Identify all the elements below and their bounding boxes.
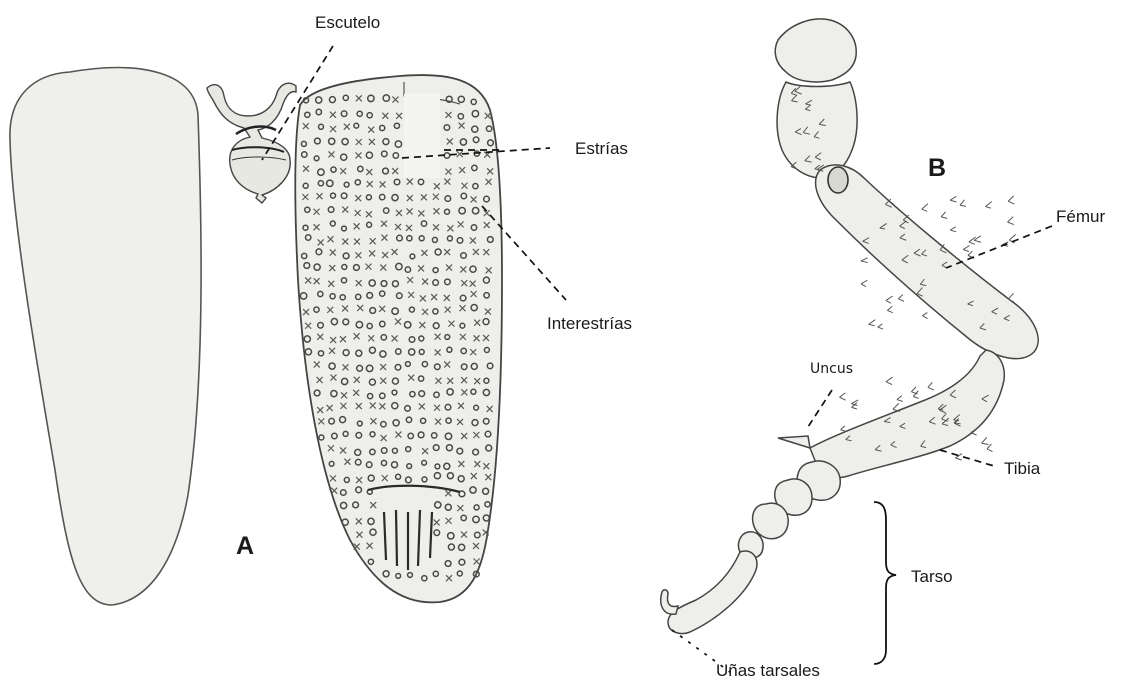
label-femur: Fémur: [1056, 208, 1105, 225]
leg-seta: [985, 201, 991, 208]
leg-seta: [840, 393, 846, 400]
leg-seta: [841, 426, 847, 432]
panel-letter-b: B: [928, 156, 946, 181]
uncus: [778, 436, 810, 448]
leg-seta: [887, 306, 892, 312]
leg-seta: [861, 280, 867, 286]
femur: [816, 165, 1039, 359]
label-estrias: Estrías: [575, 140, 628, 157]
label-unas-tarsales: Uñas tarsales: [716, 662, 820, 679]
label-tarso: Tarso: [911, 568, 953, 585]
leg-seta: [987, 444, 992, 452]
label-uncus: Uncus: [810, 362, 853, 376]
tarso-brace: [874, 502, 896, 664]
panel-letter-a: A: [236, 534, 254, 559]
leg-seta: [913, 391, 918, 399]
leg-seta: [922, 313, 927, 319]
leader-tibia: [940, 450, 994, 466]
leader-femur: [946, 226, 1052, 268]
leg-seta: [1008, 196, 1014, 204]
leg-seta: [897, 396, 903, 402]
leg-seta: [982, 437, 989, 444]
femur-articulation: [828, 167, 848, 193]
tarsus-5: [668, 551, 757, 634]
leg-seta: [878, 324, 883, 329]
leg-seta: [950, 227, 956, 232]
leg-seta: [963, 246, 969, 252]
label-interestrias: Interestrías: [547, 315, 632, 332]
sutural-clear-area: [404, 94, 440, 178]
leg-seta: [922, 204, 928, 212]
leg-seta: [861, 258, 868, 263]
leg-seta: [960, 200, 966, 207]
left-elytron: [10, 68, 201, 605]
scutellum: [207, 83, 296, 203]
trochanter: [777, 82, 857, 178]
leg-seta: [941, 212, 947, 219]
leg-seta: [1007, 217, 1013, 225]
tarsal-claw: [661, 590, 678, 614]
leg-seta: [898, 295, 904, 302]
leg-seta: [886, 296, 893, 303]
leg-seta: [928, 382, 934, 390]
leg-seta: [950, 196, 956, 202]
leader-uncus: [806, 390, 832, 430]
leg-seta: [886, 377, 893, 384]
label-tibia: Tibia: [1004, 460, 1040, 477]
label-escutelo: Escutelo: [315, 14, 380, 31]
leg-seta: [869, 320, 876, 326]
coxa: [775, 19, 856, 82]
